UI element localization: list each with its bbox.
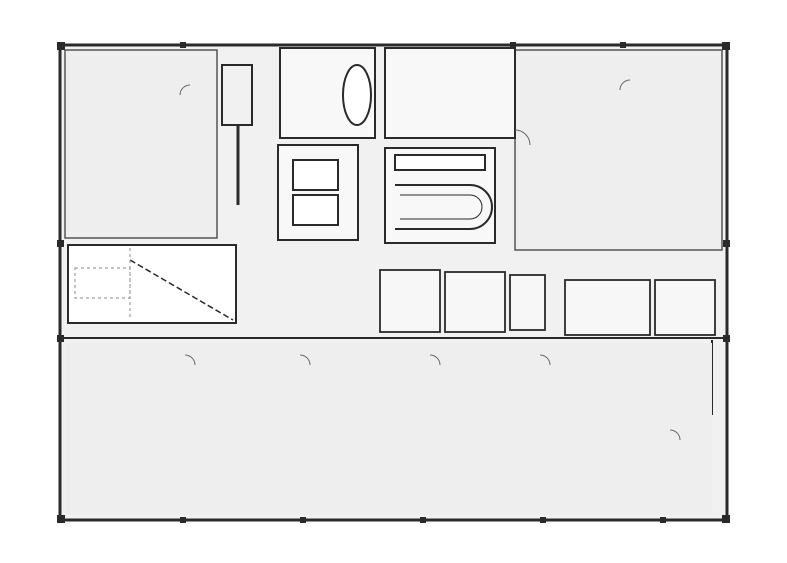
machine-room (67, 244, 237, 324)
small-rooms (379, 269, 716, 336)
columns (57, 42, 730, 523)
lower-office (65, 343, 712, 515)
door-swings (179, 79, 681, 441)
upper-right-office (514, 49, 723, 251)
service-core (221, 47, 516, 244)
upper-left-office (64, 49, 218, 239)
